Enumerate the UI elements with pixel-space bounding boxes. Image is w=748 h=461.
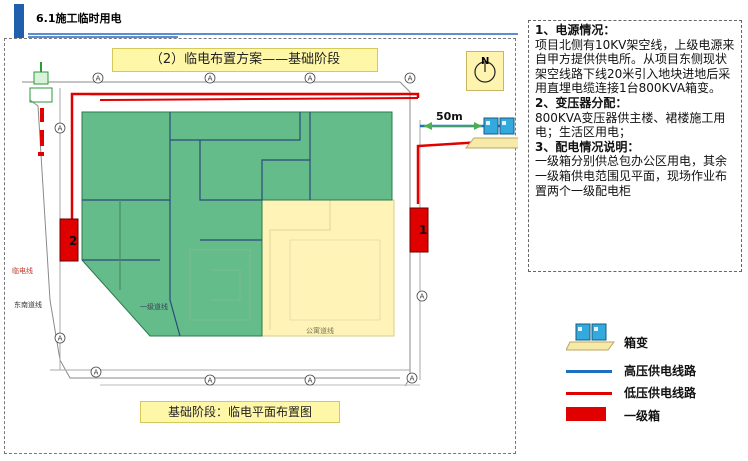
- distance-label: 50m: [436, 110, 463, 123]
- section-heading: 3、配电情况说明：: [535, 139, 640, 154]
- compass-label: N: [481, 56, 490, 67]
- primary-box-1-label: 1: [419, 223, 428, 237]
- compass-icon: N: [466, 51, 504, 91]
- page-title: 6.1施工临时用电: [36, 12, 122, 25]
- section-text: 800KVA变压器供主楼、裙楼施工用电；生活区用电；: [535, 110, 726, 140]
- lv-line-inner: [99, 97, 419, 101]
- legend-box-label: 一级箱: [624, 409, 661, 423]
- axis-markers: A A A A A A A A A A A: [54, 72, 428, 386]
- cad-text: 东南道线: [14, 301, 42, 309]
- green-gate-icon: [29, 62, 53, 103]
- lv-line: [70, 92, 483, 220]
- axis-label: A: [96, 75, 101, 83]
- primary-box-2-label: 2: [69, 234, 78, 248]
- legend-lv-line: [566, 392, 612, 395]
- legend-hv-line: [566, 370, 612, 373]
- axis-label: A: [58, 125, 63, 133]
- header-accent-bar: [14, 4, 24, 38]
- section-heading: 2、变压器分配：: [535, 95, 628, 110]
- axis-label: A: [408, 75, 413, 83]
- section-text: 项目北侧有10KV架空线，上级电源来自甲方提供供电所。从项目东侧现状架空线路下线…: [535, 37, 735, 96]
- header-divider: [28, 33, 518, 35]
- axis-label: A: [58, 335, 63, 343]
- legend-lv-label: 低压供电线路: [624, 386, 697, 400]
- yellow-zone: [261, 199, 395, 337]
- transformer-icon: [566, 323, 615, 351]
- legend-transformer-label: 箱变: [624, 336, 649, 350]
- description-box: 1、电源情况： 项目北侧有10KV架空线，上级电源来自甲方提供供电所。从项目东侧…: [528, 20, 742, 272]
- legend-hv-label: 高压供电线路: [624, 364, 697, 378]
- primary-box-2: [59, 218, 79, 262]
- distance-arrow: [424, 122, 482, 130]
- axis-label: A: [208, 75, 213, 83]
- header-divider-short: [28, 36, 178, 38]
- transformer-icon: [464, 117, 518, 149]
- plan-caption: 基础阶段：临电平面布置图: [140, 401, 340, 423]
- axis-label: A: [308, 75, 313, 83]
- axis-label: A: [94, 369, 99, 377]
- axis-label: A: [420, 293, 425, 301]
- section-heading: 1、电源情况：: [535, 23, 616, 37]
- axis-label: A: [208, 377, 213, 385]
- site-plan-drawing: A A A A A A A A A A A: [22, 62, 518, 387]
- plan-title: （2）临电布置方案——基础阶段: [112, 48, 378, 72]
- plan-frame: [4, 38, 516, 454]
- axis-label: A: [308, 377, 313, 385]
- green-zone: [81, 111, 393, 337]
- cad-detail-lines: [189, 239, 381, 321]
- primary-box-1: [409, 207, 429, 253]
- red-markers: [38, 108, 44, 156]
- axis-label: A: [410, 375, 415, 383]
- building-outlines: [82, 112, 311, 337]
- cad-text: 一级道线: [140, 303, 168, 311]
- legend-box-swatch: [566, 407, 606, 421]
- section-text: 一级箱分别供总包办公区用电，其余一级箱供电范围见平面，现场作业布置两个一级配电柜: [535, 154, 728, 198]
- cad-text: 公寓道线: [306, 327, 334, 335]
- cad-text: 临电线: [12, 267, 33, 275]
